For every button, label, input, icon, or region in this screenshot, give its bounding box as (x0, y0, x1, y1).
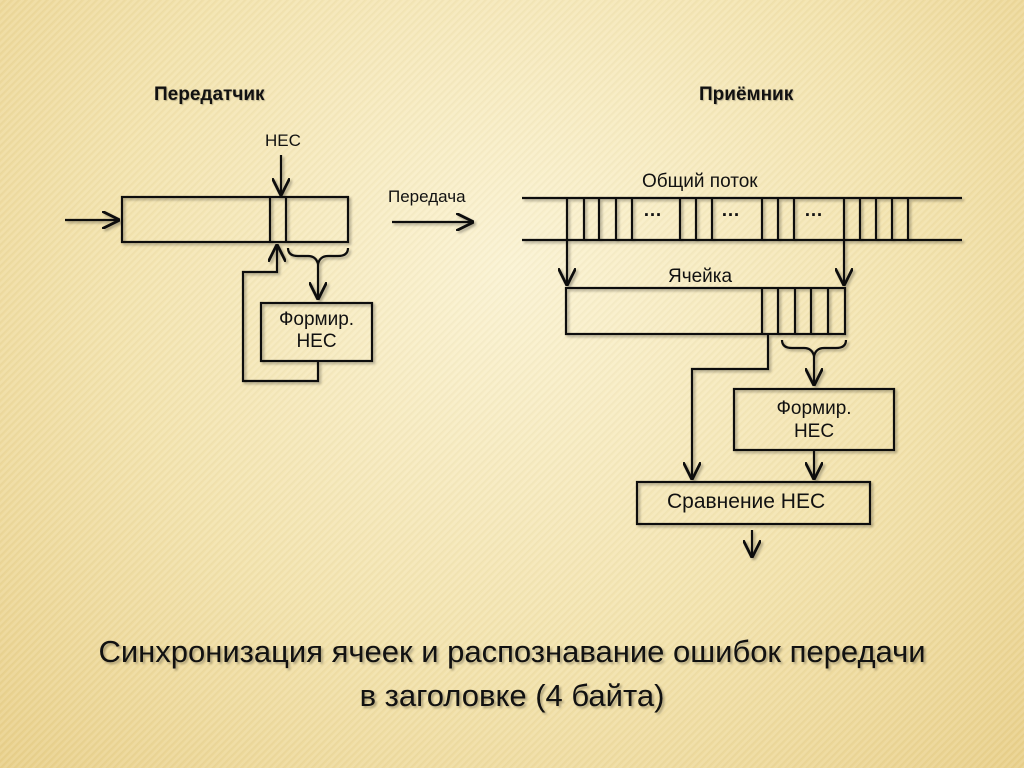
receiver-brace (780, 339, 848, 357)
ellipsis-2: … (721, 200, 741, 221)
transfer-label: Передача (388, 187, 466, 206)
receiver-former-label: Формир. HEC (776, 398, 852, 442)
receiver-title: Приёмник (699, 84, 794, 105)
caption-line-2: в заголовке (4 байта) (359, 678, 665, 713)
caption-line-1: Синхронизация ячеек и распознавание ошиб… (98, 634, 926, 669)
compare-label: Сравнение HEC (667, 490, 826, 513)
slide-caption: Синхронизация ячеек и распознавание ошиб… (0, 630, 1024, 718)
transmitter-cell (120, 195, 350, 244)
transmitter-brace (286, 247, 350, 265)
stream-label: Общий поток (642, 171, 758, 192)
transmitter-former-label: Формир. HEC (278, 309, 355, 352)
compare-box (635, 480, 872, 526)
ellipsis-1: … (643, 200, 663, 221)
hec-label: HEC (265, 131, 301, 150)
receiver-cell (564, 286, 847, 336)
cell-label: Ячейка (668, 266, 733, 287)
transmitter-former-box (259, 301, 374, 363)
ellipsis-3: … (804, 200, 824, 221)
header-path-arrow (692, 334, 770, 478)
transmitter-title: Передатчик (154, 84, 265, 105)
stream-slots (565, 198, 910, 240)
feedback-loop (241, 246, 320, 383)
